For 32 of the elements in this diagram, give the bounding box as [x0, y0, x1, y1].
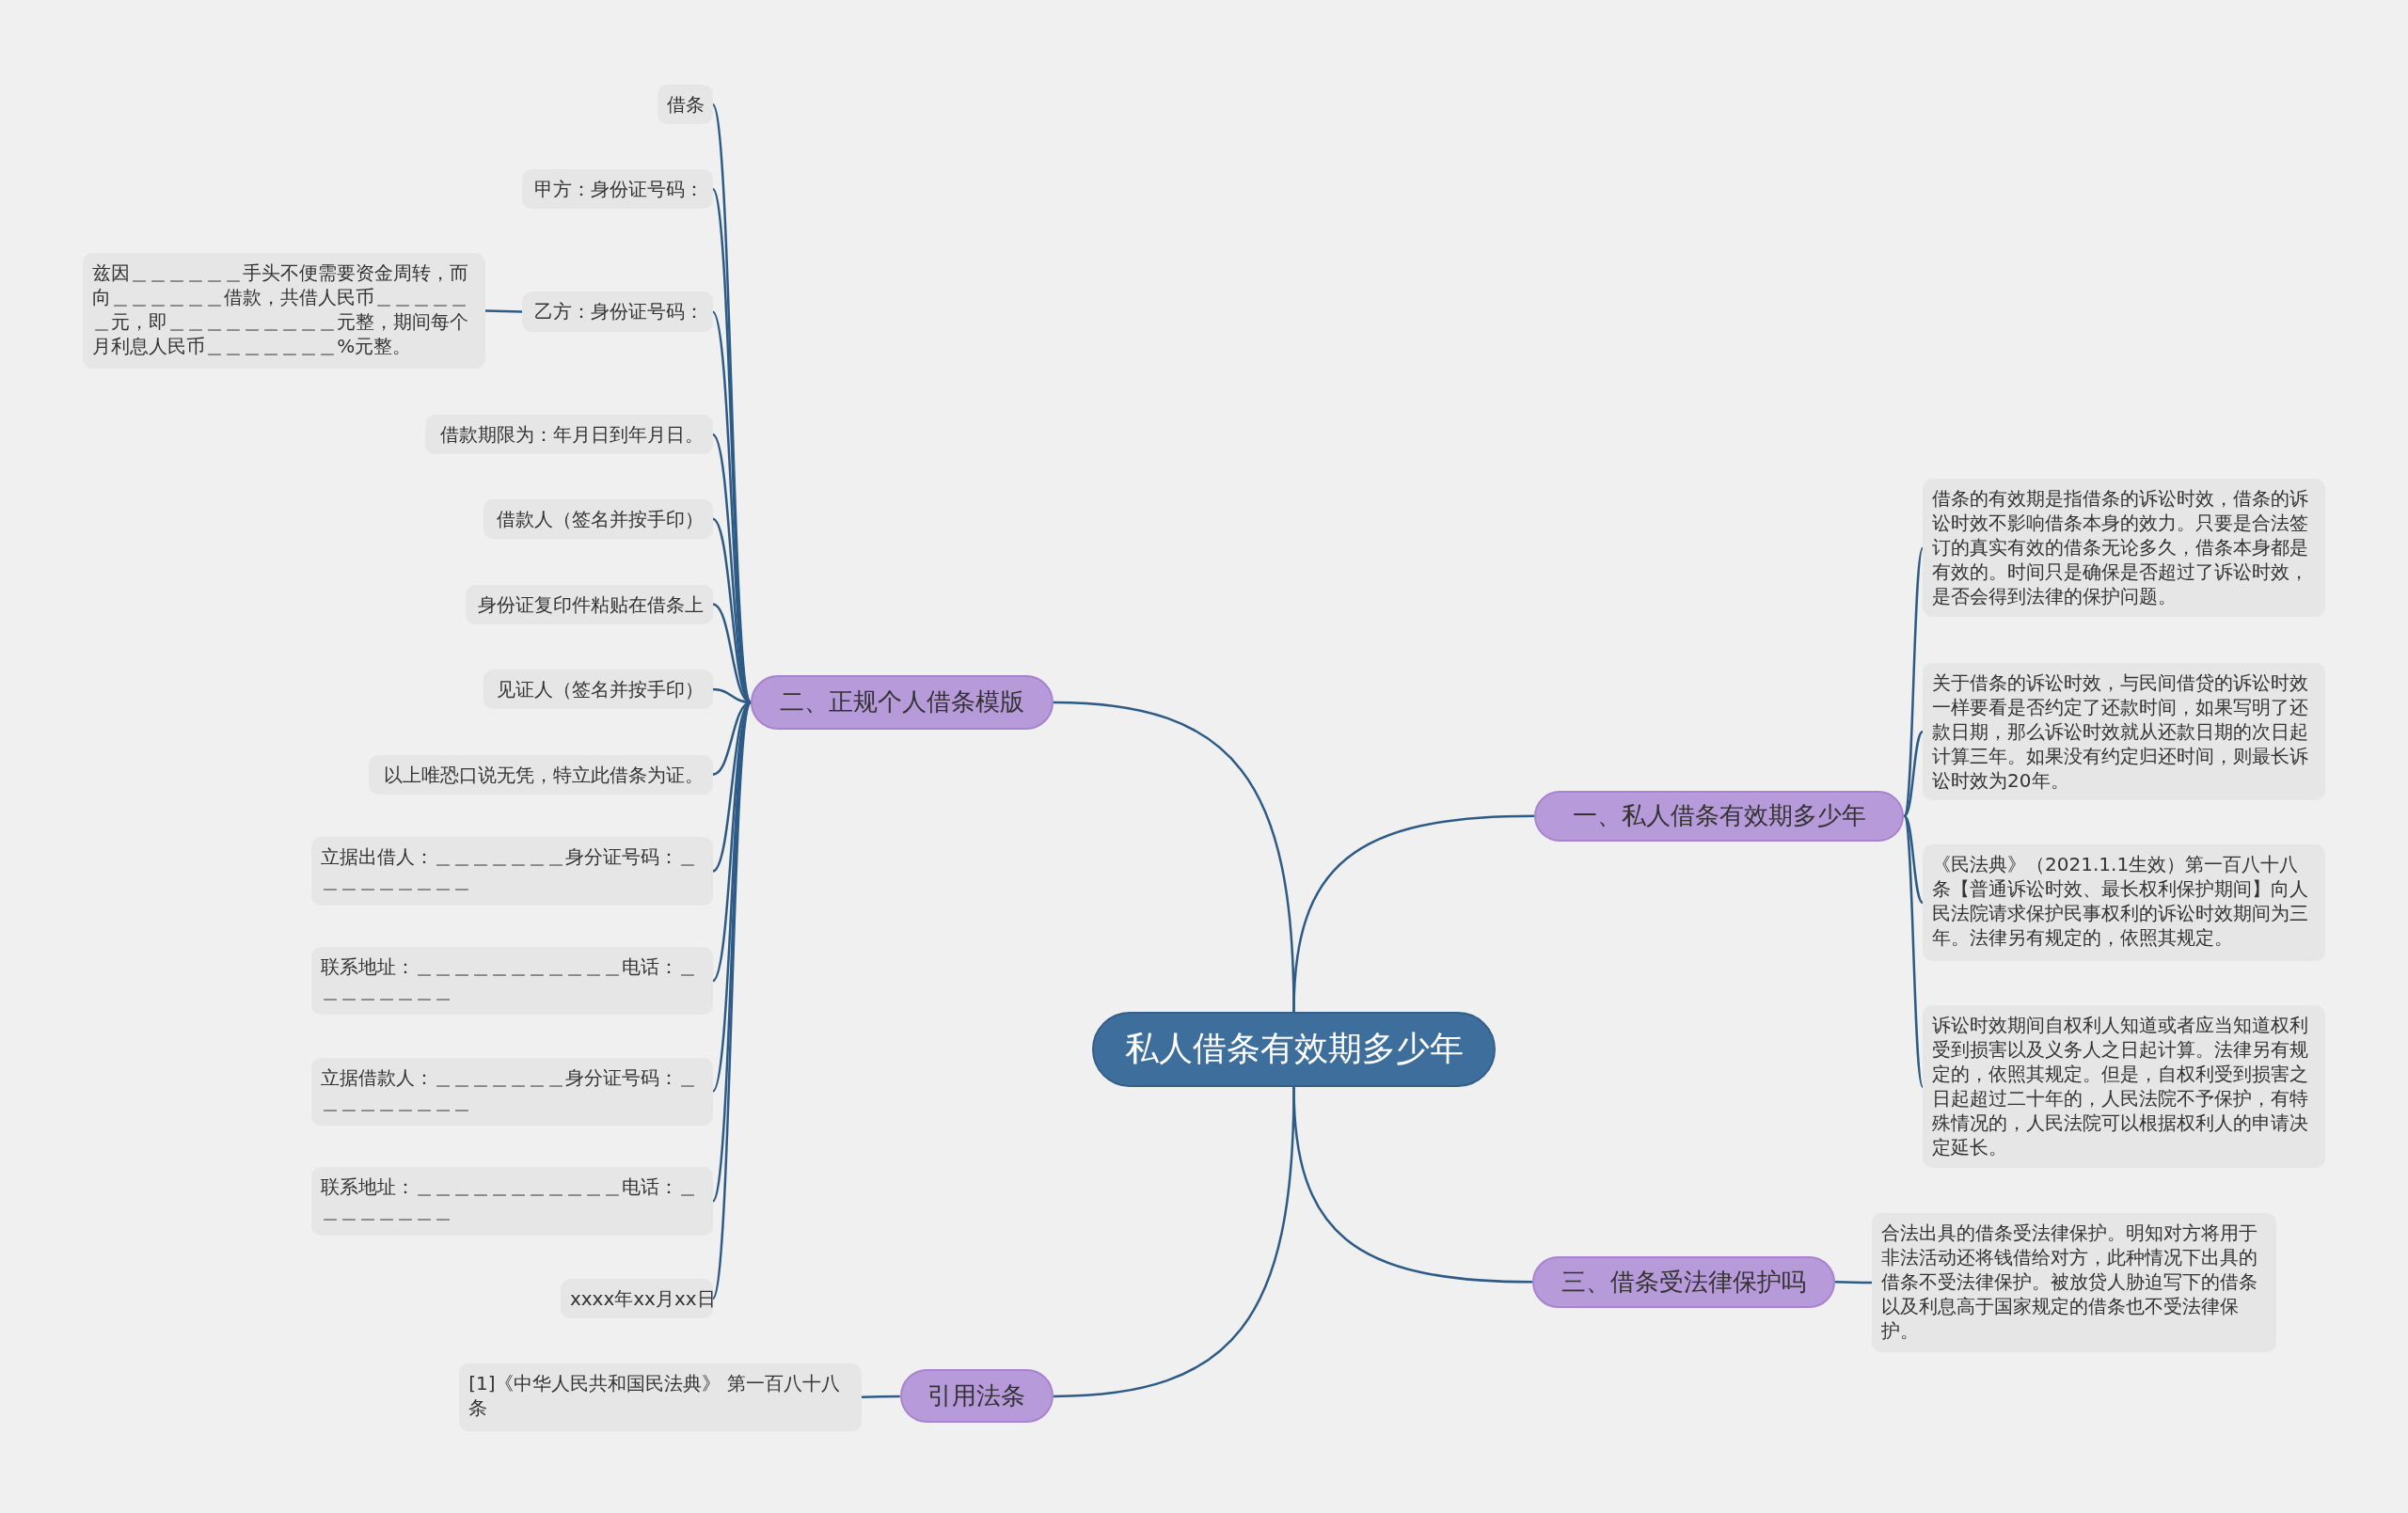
topic-pill: 引用法条 — [899, 1369, 1054, 1424]
text-card: 合法出具的借条受法律保护。明知对方将用于非法活动还将钱借给对方，此种情况下出具的借条不受法律保护。被放贷人胁迫写下的借条以及利息高于国家规定的借条也不受法律保护。 — [1872, 1212, 2276, 1353]
text-card: xxxx年xx月xx日 — [560, 1279, 713, 1319]
topic-pill: 二、正规个人借条模版 — [751, 675, 1054, 730]
text-card: 借条的有效期是指借条的诉讼时效，借条的诉讼时效不影响借条本身的效力。只要是合法签订的真实有效的借条无论多久，借条本身都是有效的。时间只是确保是否超过了诉讼时效，是否会得到法律的保护问题。 — [1923, 479, 2325, 618]
topic-pill: 三、借条受法律保护吗 — [1532, 1255, 1835, 1308]
connector-line — [1903, 814, 1924, 904]
text-card: 以上唯恐口说无凭，特立此借条为证。 — [368, 755, 713, 796]
text-card: 乙方：身份证号码： — [522, 292, 713, 332]
text-card: 兹因＿＿＿＿＿＿手头不便需要资金周转，而向＿＿＿＿＿＿借款，共借人民币＿＿＿＿＿＿元，即＿＿＿＿＿＿＿＿＿元整，期间每个月利息人民币＿＿＿＿＿＿＿%元整。 — [83, 253, 485, 369]
connector-line — [1903, 731, 1924, 817]
text-card: 甲方：身份证号码： — [522, 168, 713, 209]
text-card: 《民法典》（2021.1.1生效）第一百八十八条【普通诉讼时效、最长权利保护期间】向人民法院请求保护民事权利的诉讼时效期间为三年。法律另有规定的，依照其规定。 — [1923, 843, 2325, 962]
text-card: 诉讼时效期间自权利人知道或者应当知道权利受到损害以及义务人之日起计算。法律另有规定的，依照其规定。但是，自权利受到损害之日起超过二十年的，人民法院不予保护，有特殊情况的，人民法院可以根据权利人的申请决定延长。 — [1923, 1005, 2325, 1169]
text-card: 联系地址：＿＿＿＿＿＿＿＿＿＿＿电话：＿＿＿＿＿＿＿＿ — [311, 947, 713, 1016]
text-card: 借款人（签名并按手印） — [483, 498, 713, 540]
text-card: 借款期限为：年月日到年月日。 — [425, 414, 713, 455]
connector-line — [1053, 1086, 1295, 1398]
text-card: 借条 — [657, 84, 713, 125]
text-card: 联系地址：＿＿＿＿＿＿＿＿＿＿＿电话：＿＿＿＿＿＿＿＿ — [311, 1166, 713, 1237]
connector-line — [484, 309, 523, 313]
text-card: 立据出借人：＿＿＿＿＿＿＿身分证号码：＿＿＿＿＿＿＿＿＿ — [311, 836, 713, 906]
text-card: [1]《中华人民共和国民法典》 第一百八十八条 — [459, 1363, 862, 1431]
connector-line — [1835, 1281, 1873, 1284]
connector-line — [1053, 701, 1295, 1012]
topic-pill: 一、私人借条有效期多少年 — [1534, 790, 1905, 842]
text-card: 身份证复印件粘贴在借条上 — [465, 585, 713, 625]
central-topic: 私人借条有效期多少年 — [1091, 1011, 1497, 1087]
connector-line — [861, 1395, 900, 1398]
text-card: 见证人（签名并按手印） — [483, 669, 713, 710]
text-card: 立据借款人：＿＿＿＿＿＿＿身分证号码：＿＿＿＿＿＿＿＿＿ — [311, 1057, 713, 1126]
text-card: 关于借条的诉讼时效，与民间借贷的诉讼时效一样要看是否约定了还款时间，如果写明了还款日期，那么诉讼时效就从还款日期的次日起计算三年。如果没有约定归还时间，则最长诉讼时效为20年。 — [1923, 663, 2325, 801]
